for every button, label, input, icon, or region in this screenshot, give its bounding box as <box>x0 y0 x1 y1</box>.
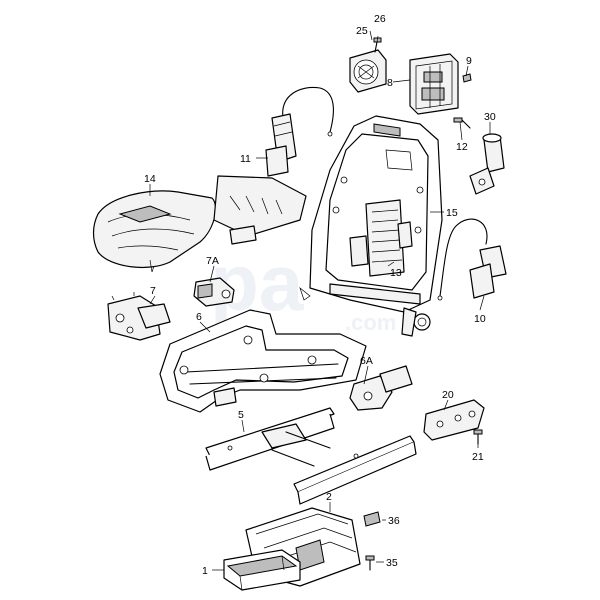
callout-9: 9 <box>466 55 472 67</box>
part-13-lumbar-mechanism <box>349 199 413 277</box>
part-20-side-bracket <box>423 399 485 441</box>
callout-labels: 26 25 8 9 30 12 11 14 15 13 7A 7 6 10 6A… <box>144 13 496 577</box>
callout-25: 25 <box>356 25 368 37</box>
callout-15: 15 <box>446 207 458 219</box>
leader-lines <box>149 30 491 571</box>
callout-8: 8 <box>387 77 393 89</box>
part-5-seat-rails <box>205 407 417 505</box>
watermark-domain: .com <box>345 310 396 335</box>
part-7A-motor <box>193 277 235 307</box>
part-12-screw <box>453 117 471 129</box>
part-7-height-adjust-motor <box>107 292 171 341</box>
callout-12: 12 <box>456 141 468 153</box>
callout-20: 20 <box>442 389 454 401</box>
part-6-seat-frame <box>159 309 367 413</box>
part-36-clip <box>363 511 381 527</box>
part-8-control-module <box>409 53 459 115</box>
seat-pan-frame <box>213 175 307 245</box>
callout-30: 30 <box>484 111 496 123</box>
callout-6A: 6A <box>360 355 373 367</box>
callout-5: 5 <box>238 409 244 421</box>
callout-6: 6 <box>196 311 202 323</box>
callout-7A: 7A <box>206 255 219 267</box>
callout-1: 1 <box>202 565 208 577</box>
part-35-screw <box>365 555 375 571</box>
callout-36: 36 <box>388 515 400 527</box>
part-25-blower-fan <box>349 49 387 93</box>
part-1-control-unit <box>223 549 301 591</box>
callout-10: 10 <box>474 313 486 325</box>
part-14-seat-cushion <box>92 190 217 273</box>
part-21-screw <box>473 429 483 445</box>
callout-7: 7 <box>150 285 156 297</box>
callout-13: 13 <box>390 267 402 279</box>
part-30-motor <box>469 133 505 195</box>
part-11-cable-motor <box>265 86 334 177</box>
part-9-clip <box>462 73 472 83</box>
backrest-lower-crossbar <box>329 283 431 337</box>
callout-21: 21 <box>472 451 484 463</box>
part-10-cable-motor <box>437 218 507 301</box>
callout-26: 26 <box>374 13 386 25</box>
callout-35: 35 <box>386 557 398 569</box>
part-6A-motor <box>349 365 413 411</box>
callout-2: 2 <box>326 491 332 503</box>
callout-14: 14 <box>144 173 156 185</box>
callout-11: 11 <box>240 153 251 165</box>
